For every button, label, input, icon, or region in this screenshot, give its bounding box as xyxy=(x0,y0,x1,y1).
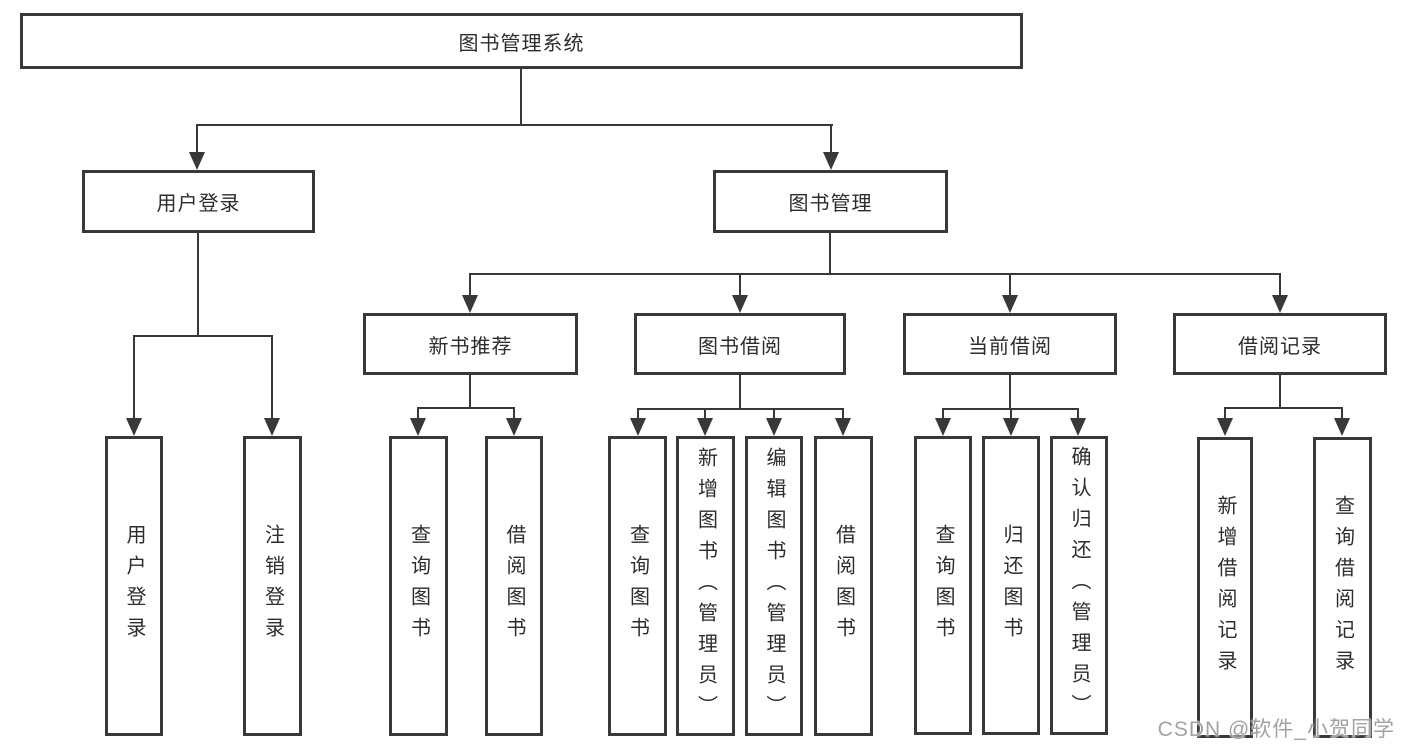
arrow-to-book-borrowing xyxy=(732,295,748,313)
leaf-borrowing-borrow-books-label: 借阅图书 xyxy=(832,524,855,648)
leaf-recommend-borrow-books-label: 借阅图书 xyxy=(503,524,525,648)
connector-borrowing-hline xyxy=(637,408,844,410)
connector-recommend-hline xyxy=(417,407,515,409)
connector-current-stem xyxy=(1009,375,1011,408)
arrow-to-borrowing-borrow xyxy=(835,418,851,436)
connector-borrowing-query-drop xyxy=(637,408,639,420)
connector-current-borrowing-drop xyxy=(1009,273,1011,297)
node-current-borrowing-label: 当前借阅 xyxy=(968,335,1052,358)
connector-level2-hline xyxy=(196,124,833,126)
leaf-current-confirm-return-label: 确认归还（管理员） xyxy=(1068,446,1090,725)
arrow-to-recommend-query xyxy=(410,418,426,436)
leaf-user-login: 用户登录 xyxy=(105,436,163,736)
leaf-current-confirm-return: 确认归还（管理员） xyxy=(1050,436,1108,735)
arrow-to-current-confirm xyxy=(1070,418,1086,436)
node-borrowing-records: 借阅记录 xyxy=(1173,313,1387,375)
node-book-borrowing: 图书借阅 xyxy=(634,313,846,375)
leaf-current-query-books: 查询图书 xyxy=(914,436,972,735)
connector-level3-hline xyxy=(469,273,1281,275)
connector-borrowing-records-drop xyxy=(1279,273,1281,297)
connector-records-stem xyxy=(1279,375,1281,407)
connector-recommend-borrow-drop xyxy=(513,407,515,420)
connector-leaf-logout-drop xyxy=(271,335,273,420)
leaf-current-return-books: 归还图书 xyxy=(982,436,1040,735)
arrow-to-book-management xyxy=(823,152,839,170)
node-user-login: 用户登录 xyxy=(82,170,315,233)
connector-borrowing-add-drop xyxy=(704,408,706,420)
connector-leaf-user-login-drop xyxy=(133,335,135,420)
node-new-book-recommend: 新书推荐 xyxy=(363,313,578,375)
connector-user-login-drop xyxy=(196,124,198,154)
connector-root-stem xyxy=(520,69,522,124)
arrow-to-borrowing-records xyxy=(1272,295,1288,313)
arrow-to-borrowing-add xyxy=(697,418,713,436)
leaf-recommend-query-books-label: 查询图书 xyxy=(407,524,430,648)
leaf-borrowing-add-books-label: 新增图书（管理员） xyxy=(694,446,717,726)
connector-user-login-stem xyxy=(197,233,199,335)
leaf-records-query-record-label: 查询借阅记录 xyxy=(1331,494,1354,681)
connector-book-management-drop xyxy=(830,124,832,154)
arrow-to-leaf-logout xyxy=(264,418,280,436)
node-new-book-recommend-label: 新书推荐 xyxy=(428,335,513,358)
node-book-borrowing-label: 图书借阅 xyxy=(698,335,782,358)
leaf-borrowing-add-books: 新增图书（管理员） xyxy=(676,436,735,736)
leaf-borrowing-query-books: 查询图书 xyxy=(608,436,667,736)
leaf-records-add-record: 新增借阅记录 xyxy=(1197,437,1253,738)
arrow-to-current-return xyxy=(1003,418,1019,436)
csdn-watermark: CSDN @软件_小贺同学 xyxy=(1157,718,1395,741)
connector-recommend-query-drop xyxy=(417,407,419,420)
connector-book-management-stem xyxy=(829,233,831,273)
arrow-to-current-query xyxy=(935,418,951,436)
leaf-borrowing-borrow-books: 借阅图书 xyxy=(814,436,873,736)
arrow-to-recommend-borrow xyxy=(506,418,522,436)
connector-user-login-hline xyxy=(133,335,273,337)
node-book-management: 图书管理 xyxy=(713,170,948,233)
node-book-management-label: 图书管理 xyxy=(788,193,873,215)
leaf-logout-login-label: 注销登录 xyxy=(261,524,284,648)
connector-recommend-stem xyxy=(469,375,471,407)
arrow-to-records-add xyxy=(1217,418,1233,436)
arrow-to-new-book-recommend xyxy=(462,295,478,313)
connector-current-confirm-drop xyxy=(1077,408,1079,420)
connector-new-book-drop xyxy=(469,273,471,297)
node-user-login-label: 用户登录 xyxy=(156,193,241,215)
leaf-records-query-record: 查询借阅记录 xyxy=(1313,437,1372,738)
connector-current-return-drop xyxy=(1010,408,1012,420)
leaf-recommend-borrow-books: 借阅图书 xyxy=(485,436,543,736)
leaf-current-query-books-label: 查询图书 xyxy=(932,523,954,648)
node-root: 图书管理系统 xyxy=(20,13,1023,69)
leaf-borrowing-edit-books-label: 编辑图书（管理员） xyxy=(763,446,785,726)
leaf-borrowing-query-books-label: 查询图书 xyxy=(626,524,649,648)
arrow-to-records-query xyxy=(1334,418,1350,436)
arrow-to-borrowing-edit xyxy=(766,418,782,436)
node-current-borrowing: 当前借阅 xyxy=(903,313,1117,375)
node-root-label: 图书管理系统 xyxy=(458,32,585,55)
node-borrowing-records-label: 借阅记录 xyxy=(1238,335,1322,358)
arrow-to-borrowing-query xyxy=(630,418,646,436)
connector-records-query-drop xyxy=(1341,407,1343,420)
connector-current-query-drop xyxy=(942,408,944,420)
connector-book-borrowing-drop xyxy=(739,273,741,297)
leaf-records-add-record-label: 新增借阅记录 xyxy=(1214,494,1236,681)
connector-borrowing-borrow-drop xyxy=(842,408,844,420)
arrow-to-leaf-user-login xyxy=(126,418,142,436)
arrow-to-user-login xyxy=(189,152,205,170)
leaf-recommend-query-books: 查询图书 xyxy=(389,436,448,736)
connector-records-add-drop xyxy=(1224,407,1226,420)
leaf-logout-login: 注销登录 xyxy=(243,436,302,736)
connector-borrowing-stem xyxy=(739,375,741,408)
connector-records-hline xyxy=(1224,407,1343,409)
leaf-borrowing-edit-books: 编辑图书（管理员） xyxy=(745,436,803,736)
connector-borrowing-edit-drop xyxy=(773,408,775,420)
leaf-current-return-books-label: 归还图书 xyxy=(1000,523,1022,648)
arrow-to-current-borrowing xyxy=(1002,295,1018,313)
leaf-user-login-label: 用户登录 xyxy=(123,524,145,648)
